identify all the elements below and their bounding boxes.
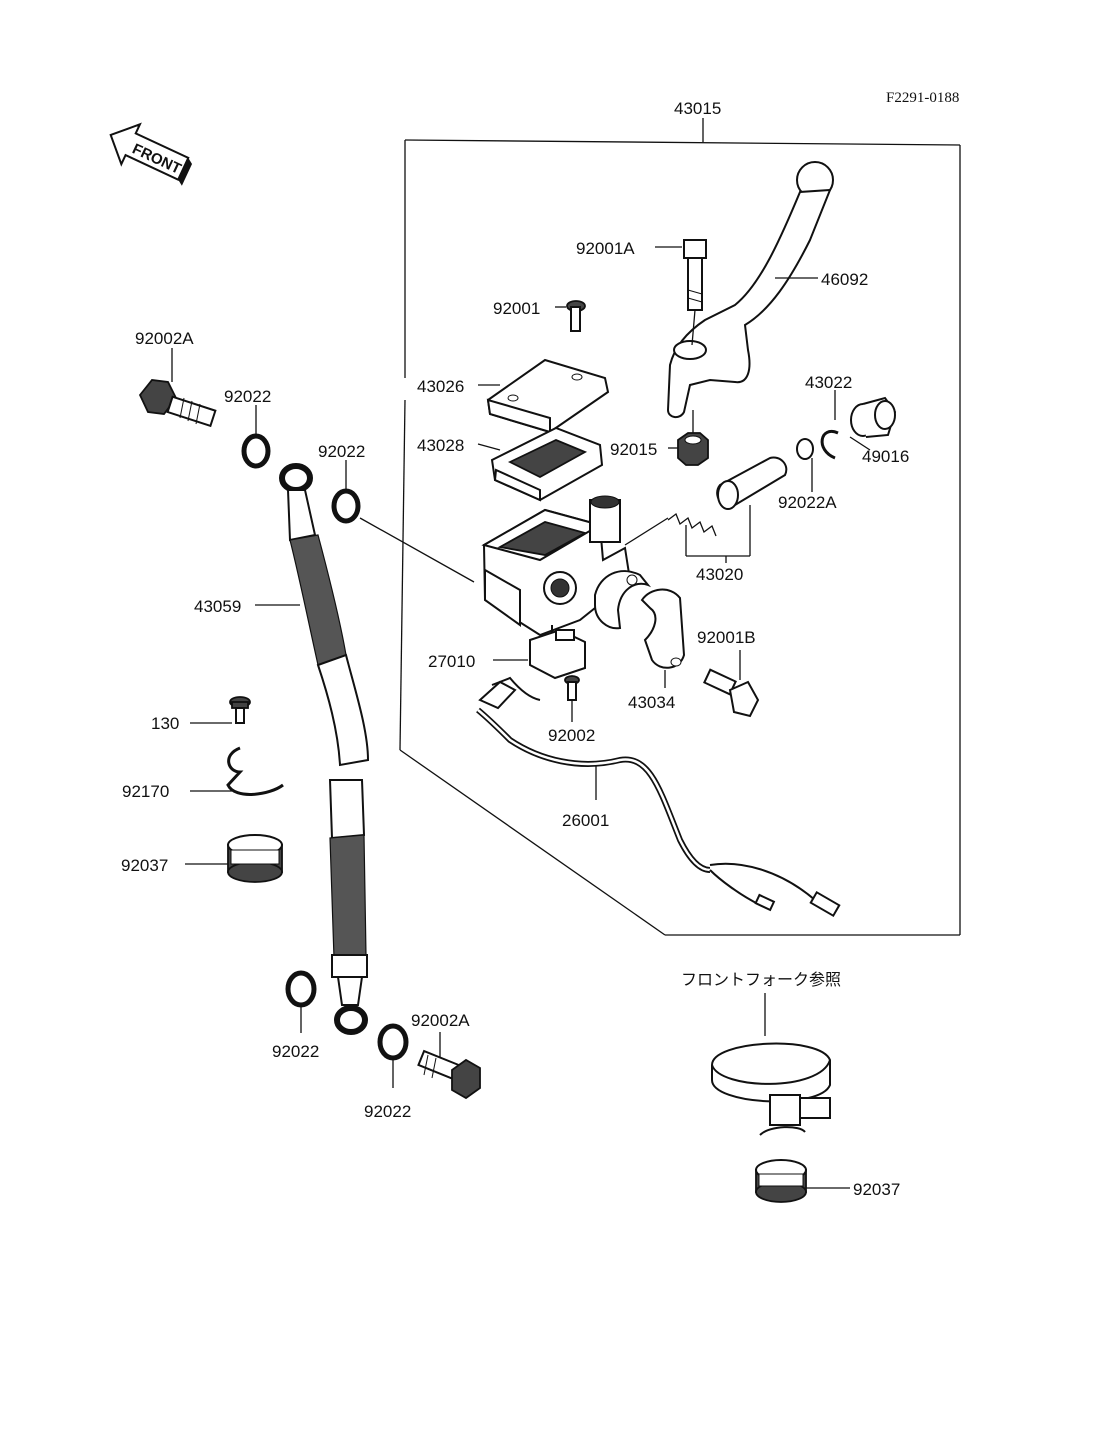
label-46092: 46092 bbox=[821, 270, 868, 289]
label-92002: 92002 bbox=[548, 726, 595, 745]
label-92001B: 92001B bbox=[697, 628, 756, 647]
label-43059: 43059 bbox=[194, 597, 241, 616]
banjo-bolt-bottom bbox=[417, 1049, 481, 1100]
banjo-bolt-top bbox=[138, 379, 217, 428]
hose-clip bbox=[226, 746, 284, 796]
dust-boot bbox=[850, 396, 897, 438]
front-fork-reference-note: フロントフォーク参照 bbox=[681, 970, 841, 989]
label-43026: 43026 bbox=[417, 377, 464, 396]
label-92022A: 92022A bbox=[778, 493, 837, 512]
clamp-43034 bbox=[640, 588, 686, 669]
label-92022-b: 92022 bbox=[318, 442, 365, 461]
label-43015: 43015 bbox=[674, 99, 721, 118]
washer-92022A bbox=[796, 438, 814, 460]
grommet-right bbox=[755, 1159, 807, 1203]
label-92022-a: 92022 bbox=[224, 387, 271, 406]
piston-spring bbox=[667, 456, 788, 537]
washer-92022-a bbox=[241, 433, 271, 469]
circlip bbox=[820, 429, 839, 460]
label-92002A-top: 92002A bbox=[135, 329, 194, 348]
label-92001: 92001 bbox=[493, 299, 540, 318]
label-26001: 26001 bbox=[562, 811, 609, 830]
clamp-bolt bbox=[703, 668, 760, 718]
cap-screw bbox=[566, 300, 586, 332]
label-92015: 92015 bbox=[610, 440, 657, 459]
label-43020: 43020 bbox=[696, 565, 743, 584]
grommet-left bbox=[227, 834, 283, 883]
reservoir-diaphragm bbox=[490, 426, 604, 502]
label-43034: 43034 bbox=[628, 693, 675, 712]
brake-light-switch bbox=[529, 625, 586, 680]
washer-92022-d bbox=[377, 1023, 409, 1061]
front-arrow-icon: FRONT bbox=[109, 122, 193, 186]
label-92001A: 92001A bbox=[576, 239, 635, 258]
label-92022-c: 92022 bbox=[272, 1042, 319, 1061]
reservoir-cap bbox=[486, 358, 610, 434]
label-92022-d: 92022 bbox=[364, 1102, 411, 1121]
pivot-nut bbox=[677, 432, 709, 466]
master-cylinder-body bbox=[481, 495, 632, 637]
label-27010: 27010 bbox=[428, 652, 475, 671]
holder-half bbox=[594, 570, 652, 630]
label-43022: 43022 bbox=[805, 373, 852, 392]
label-49016: 49016 bbox=[862, 447, 909, 466]
fork-clamp-band bbox=[711, 1042, 831, 1136]
label-92170: 92170 bbox=[122, 782, 169, 801]
diagram-reference-code: F2291-0188 bbox=[886, 90, 959, 106]
switch-wiring bbox=[476, 676, 841, 918]
assembly-outline bbox=[399, 118, 961, 936]
switch-screw bbox=[564, 675, 580, 701]
label-92037-left: 92037 bbox=[121, 856, 168, 875]
label-92002A-bottom: 92002A bbox=[411, 1011, 470, 1030]
label-43028: 43028 bbox=[417, 436, 464, 455]
clamp-bolt-130 bbox=[229, 696, 251, 724]
washer-92022-c bbox=[285, 970, 317, 1008]
label-130: 130 bbox=[151, 714, 179, 733]
pivot-bolt bbox=[683, 239, 707, 311]
label-92037-right: 92037 bbox=[853, 1180, 900, 1199]
brake-hose bbox=[279, 463, 370, 1035]
brake-lever bbox=[666, 161, 834, 418]
washer-92022-b bbox=[331, 488, 361, 524]
